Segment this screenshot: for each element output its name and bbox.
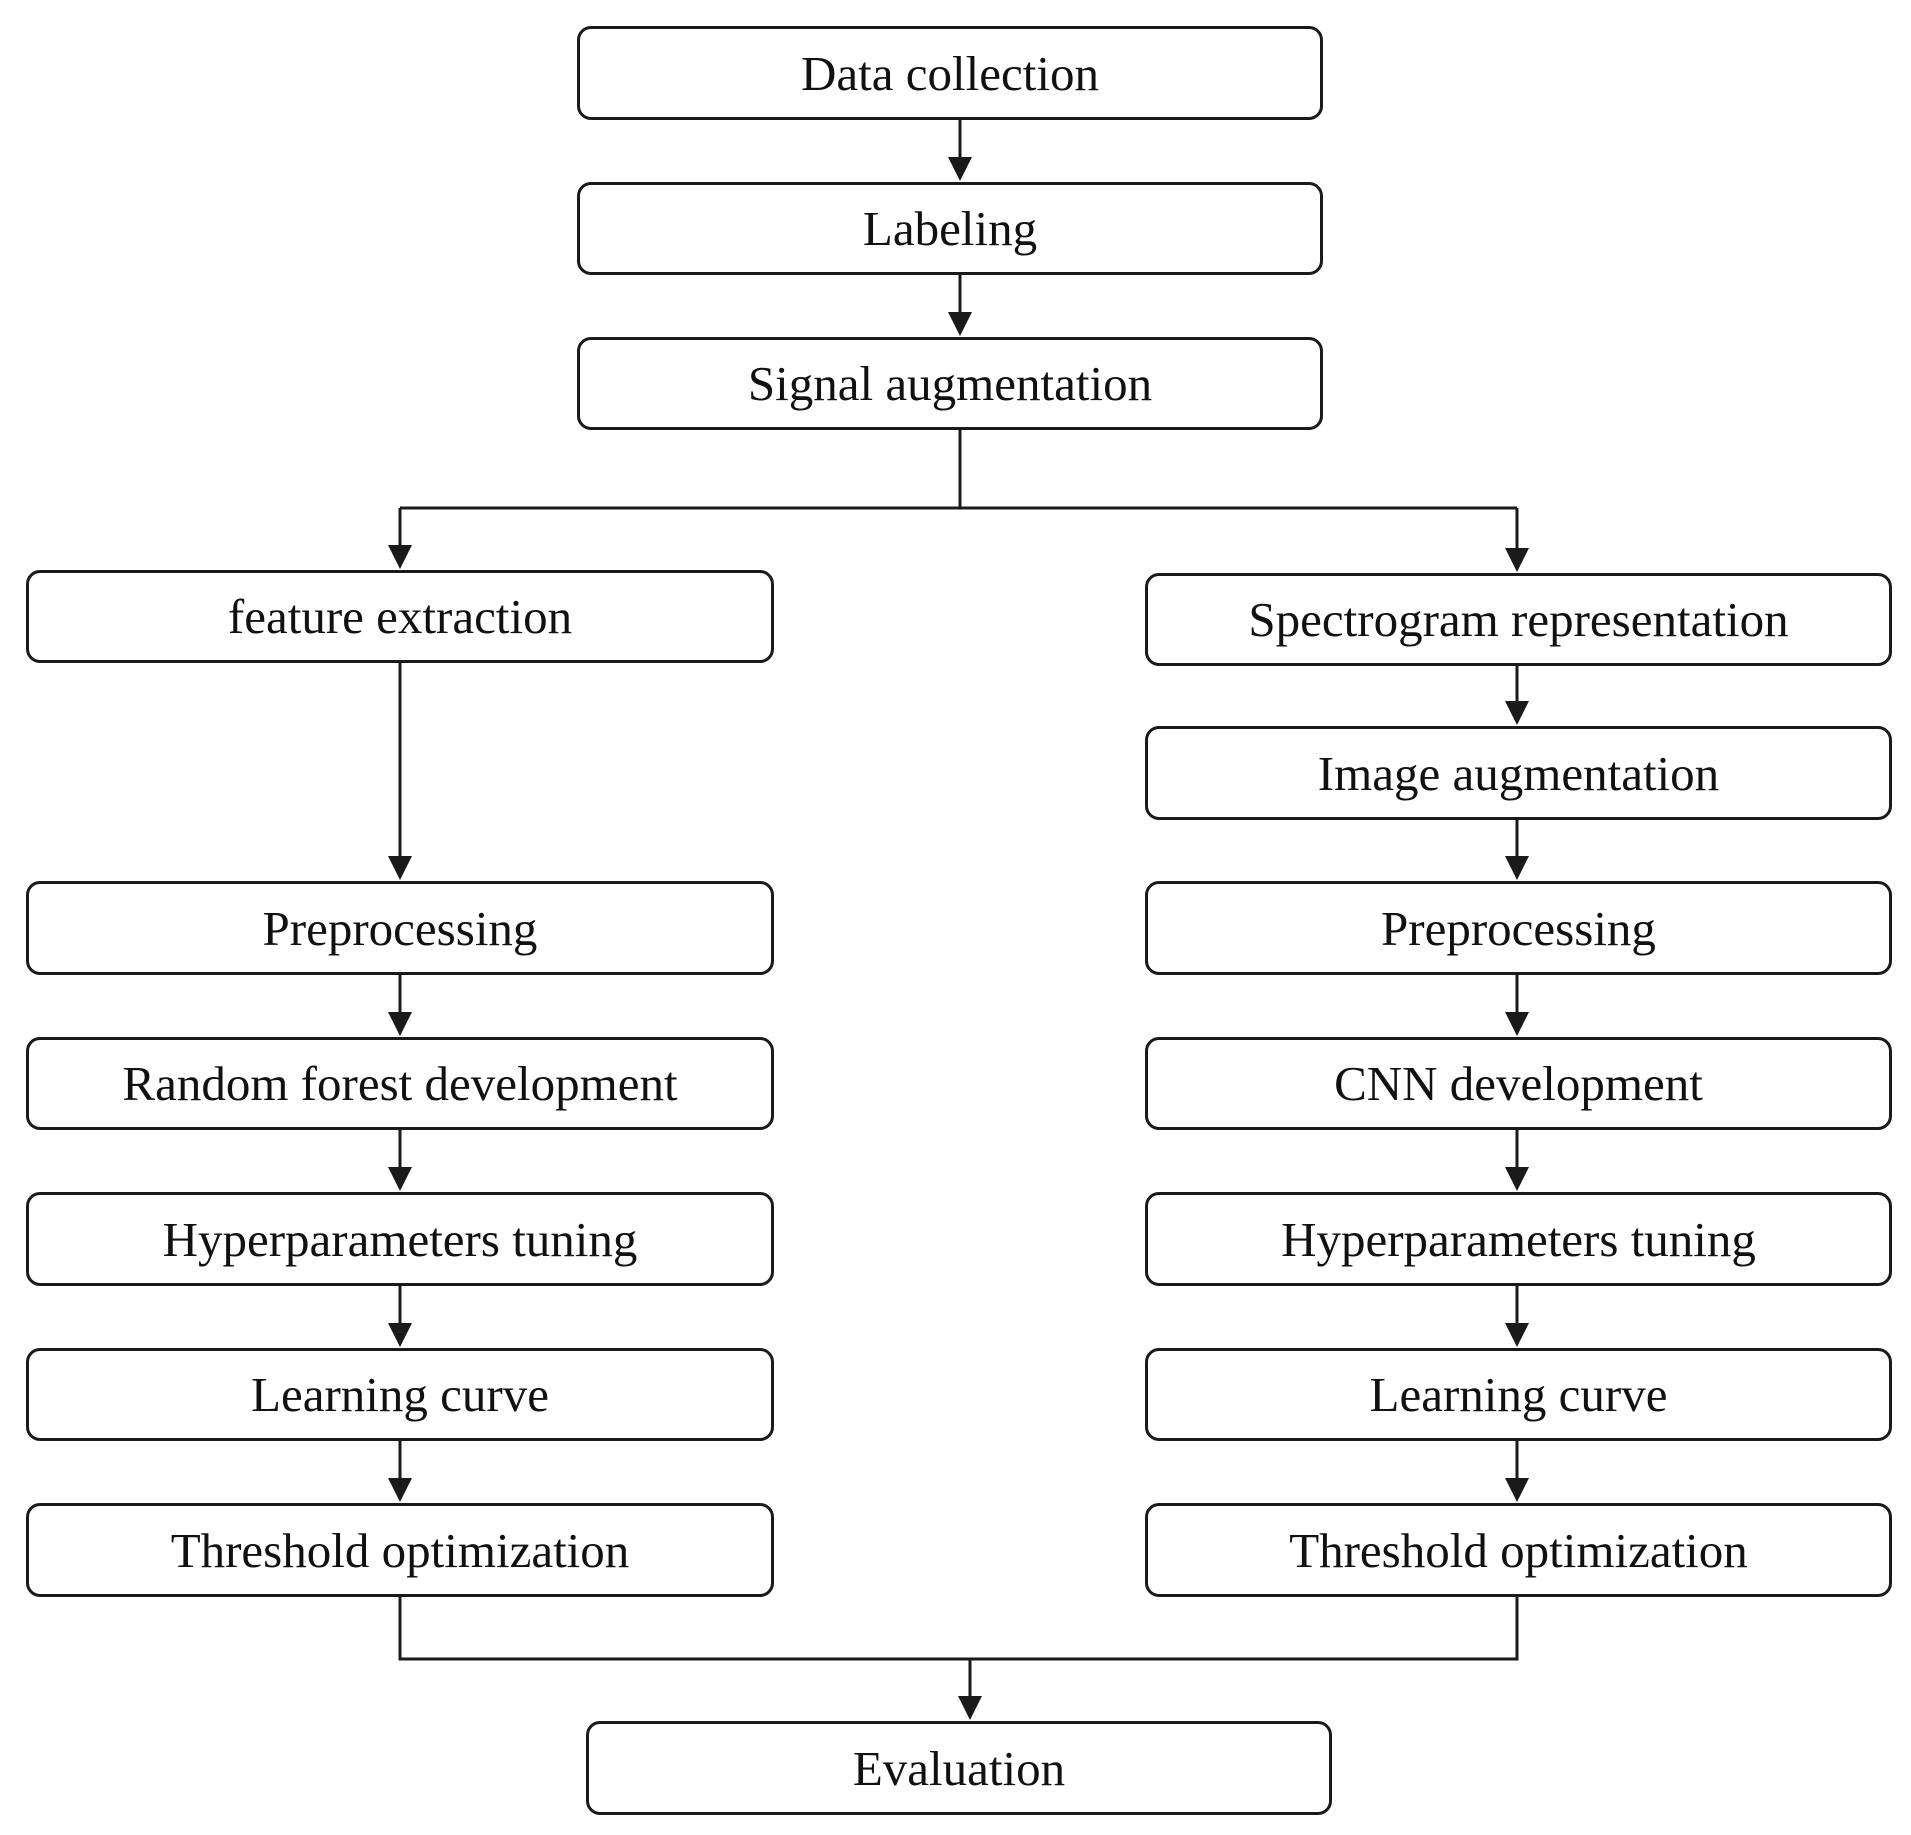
cnn-development-label: CNN development — [1334, 1056, 1703, 1111]
image-augmentation-box: Image augmentation — [1145, 726, 1892, 820]
data-collection-label: Data collection — [801, 45, 1099, 101]
spectrogram-representation-box: Spectrogram representation — [1145, 573, 1892, 666]
left-preprocessing-box: Preprocessing — [26, 881, 774, 975]
labeling-label: Labeling — [862, 201, 1038, 256]
cnn-development-box: CNN development — [1145, 1037, 1892, 1130]
right-threshold-optimization-box: Threshold optimization — [1145, 1503, 1892, 1597]
random-forest-development-label: Random forest development — [122, 1056, 678, 1111]
spectrogram-representation-label: Spectrogram representation — [1248, 592, 1789, 647]
evaluation-label: Evaluation — [852, 1740, 1066, 1796]
image-augmentation-label: Image augmentation — [1317, 745, 1720, 801]
right-learning-curve-label: Learning curve — [1369, 1367, 1668, 1422]
right-preprocessing-box: Preprocessing — [1145, 881, 1892, 975]
feature-extraction-box: feature extraction — [26, 570, 774, 663]
left-preprocessing-label: Preprocessing — [262, 900, 538, 956]
right-preprocessing-label: Preprocessing — [1381, 900, 1656, 956]
right-learning-curve-box: Learning curve — [1145, 1348, 1892, 1441]
right-hyperparameters-tuning-label: Hyperparameters tuning — [1281, 1211, 1756, 1267]
feature-extraction-label: feature extraction — [227, 589, 573, 644]
data-collection-box: Data collection — [577, 26, 1323, 120]
left-threshold-optimization-box: Threshold optimization — [26, 1503, 774, 1597]
left-learning-curve-box: Learning curve — [26, 1348, 774, 1441]
random-forest-development-box: Random forest development — [26, 1037, 774, 1130]
right-threshold-optimization-label: Threshold optimization — [1289, 1522, 1748, 1578]
labeling-box: Labeling — [577, 182, 1323, 275]
left-threshold-optimization-label: Threshold optimization — [170, 1522, 630, 1578]
left-learning-curve-label: Learning curve — [251, 1367, 549, 1422]
signal-augmentation-label: Signal augmentation — [747, 356, 1153, 411]
split-connector — [400, 430, 1517, 510]
left-hyperparameters-tuning-label: Hyperparameters tuning — [162, 1211, 638, 1267]
signal-augmentation-box: Signal augmentation — [577, 337, 1323, 430]
merge-connector — [398, 1597, 1519, 1661]
left-hyperparameters-tuning-box: Hyperparameters tuning — [26, 1192, 774, 1286]
right-hyperparameters-tuning-box: Hyperparameters tuning — [1145, 1192, 1892, 1286]
evaluation-box: Evaluation — [586, 1721, 1332, 1815]
